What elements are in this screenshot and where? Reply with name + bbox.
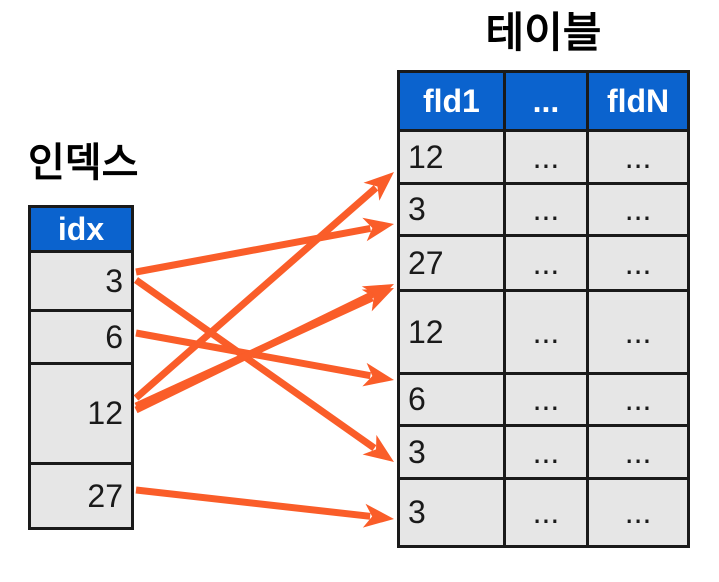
table-cell-fldn: ... — [624, 191, 652, 227]
table-cell-fldn: ... — [624, 244, 652, 281]
arrow-12-to-row-3 — [134, 288, 394, 410]
table-cell-fld1: 3 — [400, 427, 506, 477]
table-cell-mid: ... — [506, 185, 590, 234]
table-cell-fldn: ... — [624, 138, 652, 175]
index-cell-value: 27 — [87, 477, 123, 514]
index-row[interactable]: 12 — [31, 365, 131, 465]
arrow-12-to-row-0 — [133, 172, 394, 401]
table-cell-fld1: 12 — [400, 132, 506, 182]
arrow-27-to-row-2 — [134, 284, 394, 414]
table-title: 테이블 — [485, 9, 602, 56]
table-row[interactable]: 12 ... ... — [400, 132, 687, 185]
table-cell-fld1: 27 — [400, 237, 506, 289]
table-row[interactable]: 3 ... ... — [400, 427, 687, 480]
table-cell-mid: ... — [506, 427, 590, 477]
index-header-idx: idx — [57, 210, 105, 247]
table-cell-fldn: ... — [624, 313, 652, 350]
table-cell-mid: ... — [506, 237, 590, 289]
table-row[interactable]: 6 ... ... — [400, 375, 687, 427]
arrow-3-to-row-1 — [135, 217, 394, 276]
table-cell-fldn: ... — [624, 381, 652, 417]
table-header-row: fld1 ... fldN — [400, 73, 687, 132]
index-cell-value: 6 — [105, 318, 123, 355]
index-cell-value: 12 — [87, 395, 123, 431]
table-cell-mid: ... — [506, 132, 590, 182]
table-cell-mid: ... — [506, 480, 590, 545]
table-cell-fld1: 6 — [400, 375, 506, 424]
table-cell-mid: ... — [506, 292, 590, 372]
arrow-6-to-row-4 — [135, 329, 394, 387]
index-table: idx 3 6 12 27 — [28, 205, 134, 530]
table-cell-fldn: ... — [624, 433, 652, 470]
index-row[interactable]: 3 — [31, 253, 131, 312]
index-cell-value: 3 — [105, 262, 123, 299]
table-row[interactable]: 27 ... ... — [400, 237, 687, 292]
table-row[interactable]: 3 ... ... — [400, 185, 687, 237]
table-cell-fld1: 12 — [400, 292, 506, 372]
table-row[interactable]: 3 ... ... — [400, 480, 687, 545]
data-table: fld1 ... fldN 12 ... ... 3 ... ... 27 ..… — [397, 70, 690, 548]
index-header-row: idx — [31, 208, 131, 253]
table-header-fld1: fld1 — [400, 73, 506, 129]
index-title: 인덱스 — [28, 141, 139, 185]
table-cell-mid: ... — [506, 375, 590, 424]
table-header-ellipsis: ... — [506, 73, 590, 129]
index-row[interactable]: 6 — [31, 312, 131, 365]
table-row[interactable]: 12 ... ... — [400, 292, 687, 375]
table-cell-fld1: 3 — [400, 480, 506, 545]
arrow-27-to-row-6 — [135, 486, 394, 528]
table-cell-fldn: ... — [624, 494, 652, 530]
arrow-3-to-row-5 — [133, 277, 394, 462]
index-row[interactable]: 27 — [31, 465, 131, 527]
table-cell-fld1: 3 — [400, 185, 506, 234]
table-header-fldn: fldN — [606, 82, 670, 119]
